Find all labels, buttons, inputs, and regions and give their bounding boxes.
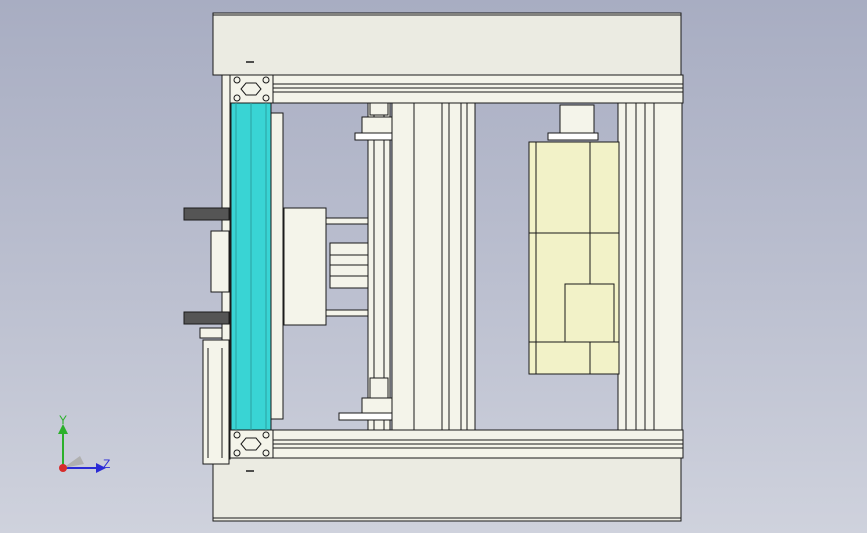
- motor-sprocket: [547, 132, 599, 141]
- center-housing: [283, 207, 327, 326]
- axis-y-label: Y: [59, 413, 68, 427]
- shaft-collar-bottom: [369, 377, 389, 399]
- top-rail: [228, 74, 684, 104]
- top-cover-plate: [212, 12, 682, 76]
- left-slider: [202, 339, 230, 465]
- lower-bar-stub: [183, 311, 230, 325]
- side-block: [210, 230, 230, 293]
- bottom-cover-plate: [212, 457, 682, 522]
- motor-coupling: [559, 104, 595, 134]
- upper-sprocket-hub: [361, 116, 397, 134]
- roller-guard: [270, 112, 284, 420]
- upper-bar-stub: [183, 207, 230, 221]
- small-bracket: [199, 327, 223, 339]
- lower-sprocket-hub: [361, 397, 397, 414]
- extrusion-5: [653, 102, 683, 431]
- upper-guide-rod: [325, 217, 369, 225]
- axis-triad-icon: [58, 424, 106, 473]
- extrusion-2: [413, 102, 443, 431]
- extrusion-1: [391, 102, 415, 431]
- axis-z-label: Z: [103, 457, 111, 471]
- motor-terminal-box: [564, 283, 615, 343]
- lower-guide-rod: [325, 309, 369, 317]
- shaft-collar-top: [369, 102, 389, 116]
- extrusion-3: [441, 102, 476, 431]
